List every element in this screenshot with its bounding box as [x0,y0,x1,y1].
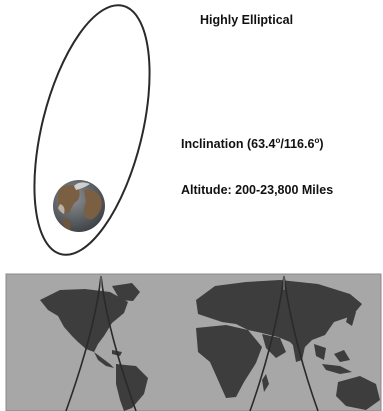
inclination-text-3: ) [319,137,324,151]
degree-mark-2: o [314,135,320,145]
diagram-title: Highly Elliptical [200,13,294,27]
ground-track-world-map [5,273,382,411]
inclination-label: Inclination (63.4o/116.6o) [181,135,324,151]
degree-mark-1: o [275,135,281,145]
inclination-text-1: Inclination (63.4 [181,137,276,151]
altitude-label: Altitude: 200-23,800 Miles [181,183,334,197]
elliptical-orbit-path [33,4,151,256]
inclination-text-2: /116.6 [280,137,315,151]
earth-globe-icon [53,180,105,232]
